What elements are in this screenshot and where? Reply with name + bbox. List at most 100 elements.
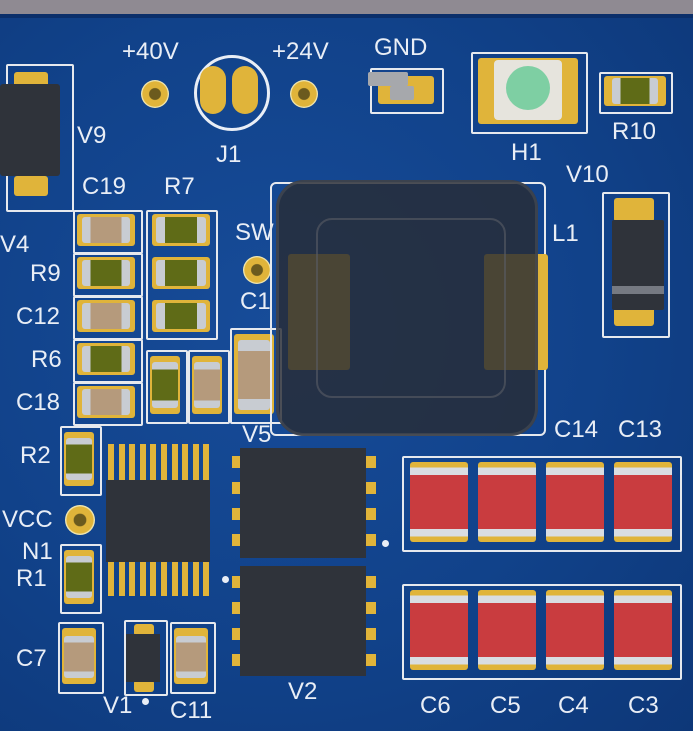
label-vcc: VCC — [2, 506, 53, 533]
v5-pin — [366, 482, 376, 494]
v10-outline — [602, 192, 670, 338]
label-r2: R2 — [20, 442, 51, 469]
gnd-pad-outline — [370, 68, 444, 114]
label-v10: V10 — [566, 161, 609, 188]
n1-pin — [203, 562, 210, 596]
v2-pin — [232, 628, 242, 640]
r7-resistor-1 — [156, 217, 206, 243]
label-r10: R10 — [612, 118, 657, 145]
label-c4: C4 — [558, 692, 589, 719]
label-v9: V9 — [77, 122, 107, 149]
n1-pin — [161, 444, 167, 480]
v5-pin — [232, 482, 242, 494]
top-cap-2 — [478, 462, 536, 542]
vertical-capacitor-b — [194, 362, 220, 408]
vertical-part-b-outline — [188, 350, 230, 424]
v10-diode-body — [612, 220, 664, 310]
v2-pin1-marker — [222, 576, 229, 583]
v1-outline — [124, 620, 168, 696]
label-r7: R7 — [164, 173, 195, 200]
r1-outline — [60, 544, 102, 614]
v5-pin — [366, 534, 376, 546]
n1-pin — [118, 444, 125, 480]
r9-resistor — [82, 260, 130, 286]
via-vcc — [65, 505, 95, 535]
label-v4: V4 — [0, 231, 30, 258]
label-plus-40v: +40V — [122, 38, 179, 65]
v2-mosfet-body — [240, 566, 366, 676]
c11-capacitor — [176, 636, 206, 678]
n1-pin — [150, 444, 157, 480]
r10-outline — [599, 72, 673, 114]
n1-pin — [203, 444, 210, 480]
v10-pad-top — [614, 198, 654, 222]
label-h1: H1 — [511, 139, 542, 166]
label-n1: N1 — [22, 538, 53, 565]
v1-diode-body — [126, 634, 160, 682]
n1-pin — [129, 562, 136, 596]
label-plus-24v: +24V — [272, 38, 329, 65]
label-r9: R9 — [30, 260, 61, 287]
n1-pin — [182, 444, 189, 480]
label-r1: R1 — [16, 565, 47, 592]
board-edge — [0, 0, 693, 14]
v2-pin — [232, 654, 242, 666]
h1-led-outline — [471, 52, 588, 134]
label-c18: C18 — [16, 389, 61, 416]
label-sw: SW — [235, 219, 274, 246]
n1-pin — [108, 444, 114, 480]
c7-capacitor — [64, 636, 94, 678]
c6-capacitor — [410, 590, 468, 670]
label-r6: R6 — [31, 346, 62, 373]
v2-pin — [366, 576, 376, 588]
c4-capacitor — [546, 590, 604, 670]
label-c6: C6 — [420, 692, 451, 719]
v2-pin — [232, 602, 242, 614]
label-c11: C11 — [170, 697, 213, 724]
v10-cathode-band — [612, 286, 664, 294]
r1-resistor — [66, 556, 92, 598]
n1-pin — [171, 444, 178, 480]
n1-pin — [150, 562, 157, 596]
label-c5: C5 — [490, 692, 521, 719]
top-cap-row-outline — [402, 456, 682, 552]
label-c12: C12 — [16, 303, 61, 330]
c13-capacitor — [614, 462, 672, 542]
label-c13: C13 — [618, 416, 663, 443]
c11-outline — [170, 622, 216, 694]
r6-resistor — [82, 346, 130, 372]
n1-pin — [108, 562, 114, 596]
n1-pin — [192, 444, 199, 480]
n1-pin — [139, 562, 146, 596]
n1-pin — [129, 444, 136, 480]
j1-pad-left — [200, 66, 226, 114]
n1-pin — [171, 562, 178, 596]
v2-pin — [366, 654, 376, 666]
label-l1: L1 — [552, 220, 579, 247]
v2-pin — [232, 576, 242, 588]
label-gnd: GND — [374, 34, 428, 61]
label-c1: C1 — [240, 288, 271, 315]
j1-pad-right — [232, 66, 258, 114]
via-sw — [243, 256, 271, 284]
label-c3: C3 — [628, 692, 659, 719]
c5-capacitor — [478, 590, 536, 670]
v5-pin — [366, 508, 376, 520]
gnd-pin-top — [368, 72, 408, 86]
v2-pin — [366, 602, 376, 614]
n1-pin — [182, 562, 189, 596]
v1-pad-bottom — [134, 680, 154, 692]
n1-pin — [139, 444, 146, 480]
r2-outline — [60, 426, 102, 496]
label-v2: V2 — [288, 678, 318, 705]
bottom-cap-row-outline — [402, 584, 682, 680]
r7-resistor-3 — [156, 303, 206, 329]
c19-capacitor — [82, 217, 130, 243]
c1-capacitor — [238, 340, 270, 410]
c3-capacitor — [614, 590, 672, 670]
l1-inductor-top-inner — [316, 218, 506, 398]
top-cap-3 — [546, 462, 604, 542]
via-40v — [141, 80, 169, 108]
vertical-resistor-a — [152, 362, 178, 408]
